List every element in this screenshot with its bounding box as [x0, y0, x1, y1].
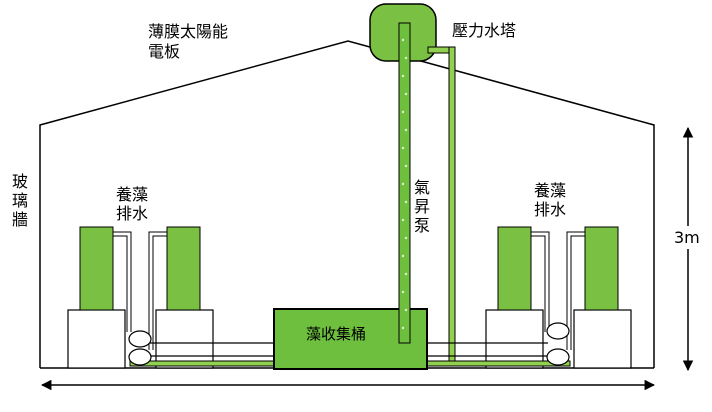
drain-pipe-right-2 [566, 231, 585, 350]
glass-wall-label: 玻璃牆 [11, 172, 28, 229]
stand-right-1 [485, 309, 544, 369]
drain-label-left: 養藻排水 [114, 185, 150, 223]
valve-right-lower [546, 348, 570, 366]
solar-panel-label: 薄膜太陽能電板 [148, 22, 229, 61]
valve-left-lower [128, 348, 152, 366]
drain-pipe-left-1b [113, 235, 128, 332]
air-lift-pump-pipe [398, 22, 411, 344]
drain-pipe-right-2b [570, 235, 585, 350]
algae-tank-left-1 [79, 226, 114, 311]
stand-left-1 [67, 309, 126, 369]
air-bubbles [401, 38, 408, 330]
drain-label-right: 養藻排水 [532, 181, 568, 219]
pressure-tower-label: 壓力水塔 [446, 20, 523, 42]
algae-tank-left-2 [166, 226, 201, 311]
valve-left-upper [128, 330, 152, 348]
algae-collection-tank-inner [300, 320, 390, 350]
algae-tank-right-2 [584, 226, 619, 311]
tower-outlet-pipe-v [448, 46, 456, 364]
height-label: 3m [673, 226, 701, 249]
algae-tank-right-1 [497, 226, 532, 311]
collector-label: 藻收集桶 [306, 325, 367, 343]
air-pump-label: 氣昇泵 [413, 178, 431, 235]
drain-pipe-left-2 [148, 231, 167, 350]
drain-pipe-left-2b [152, 235, 167, 350]
drain-pipe-left-1 [113, 231, 132, 332]
drain-pipe-right-1 [531, 231, 550, 332]
stand-right-2 [573, 309, 632, 369]
drain-pipe-right-1b [531, 235, 546, 332]
valve-right-upper [546, 322, 570, 340]
stand-left-2 [155, 309, 214, 369]
greenhouse-outline [39, 40, 655, 368]
